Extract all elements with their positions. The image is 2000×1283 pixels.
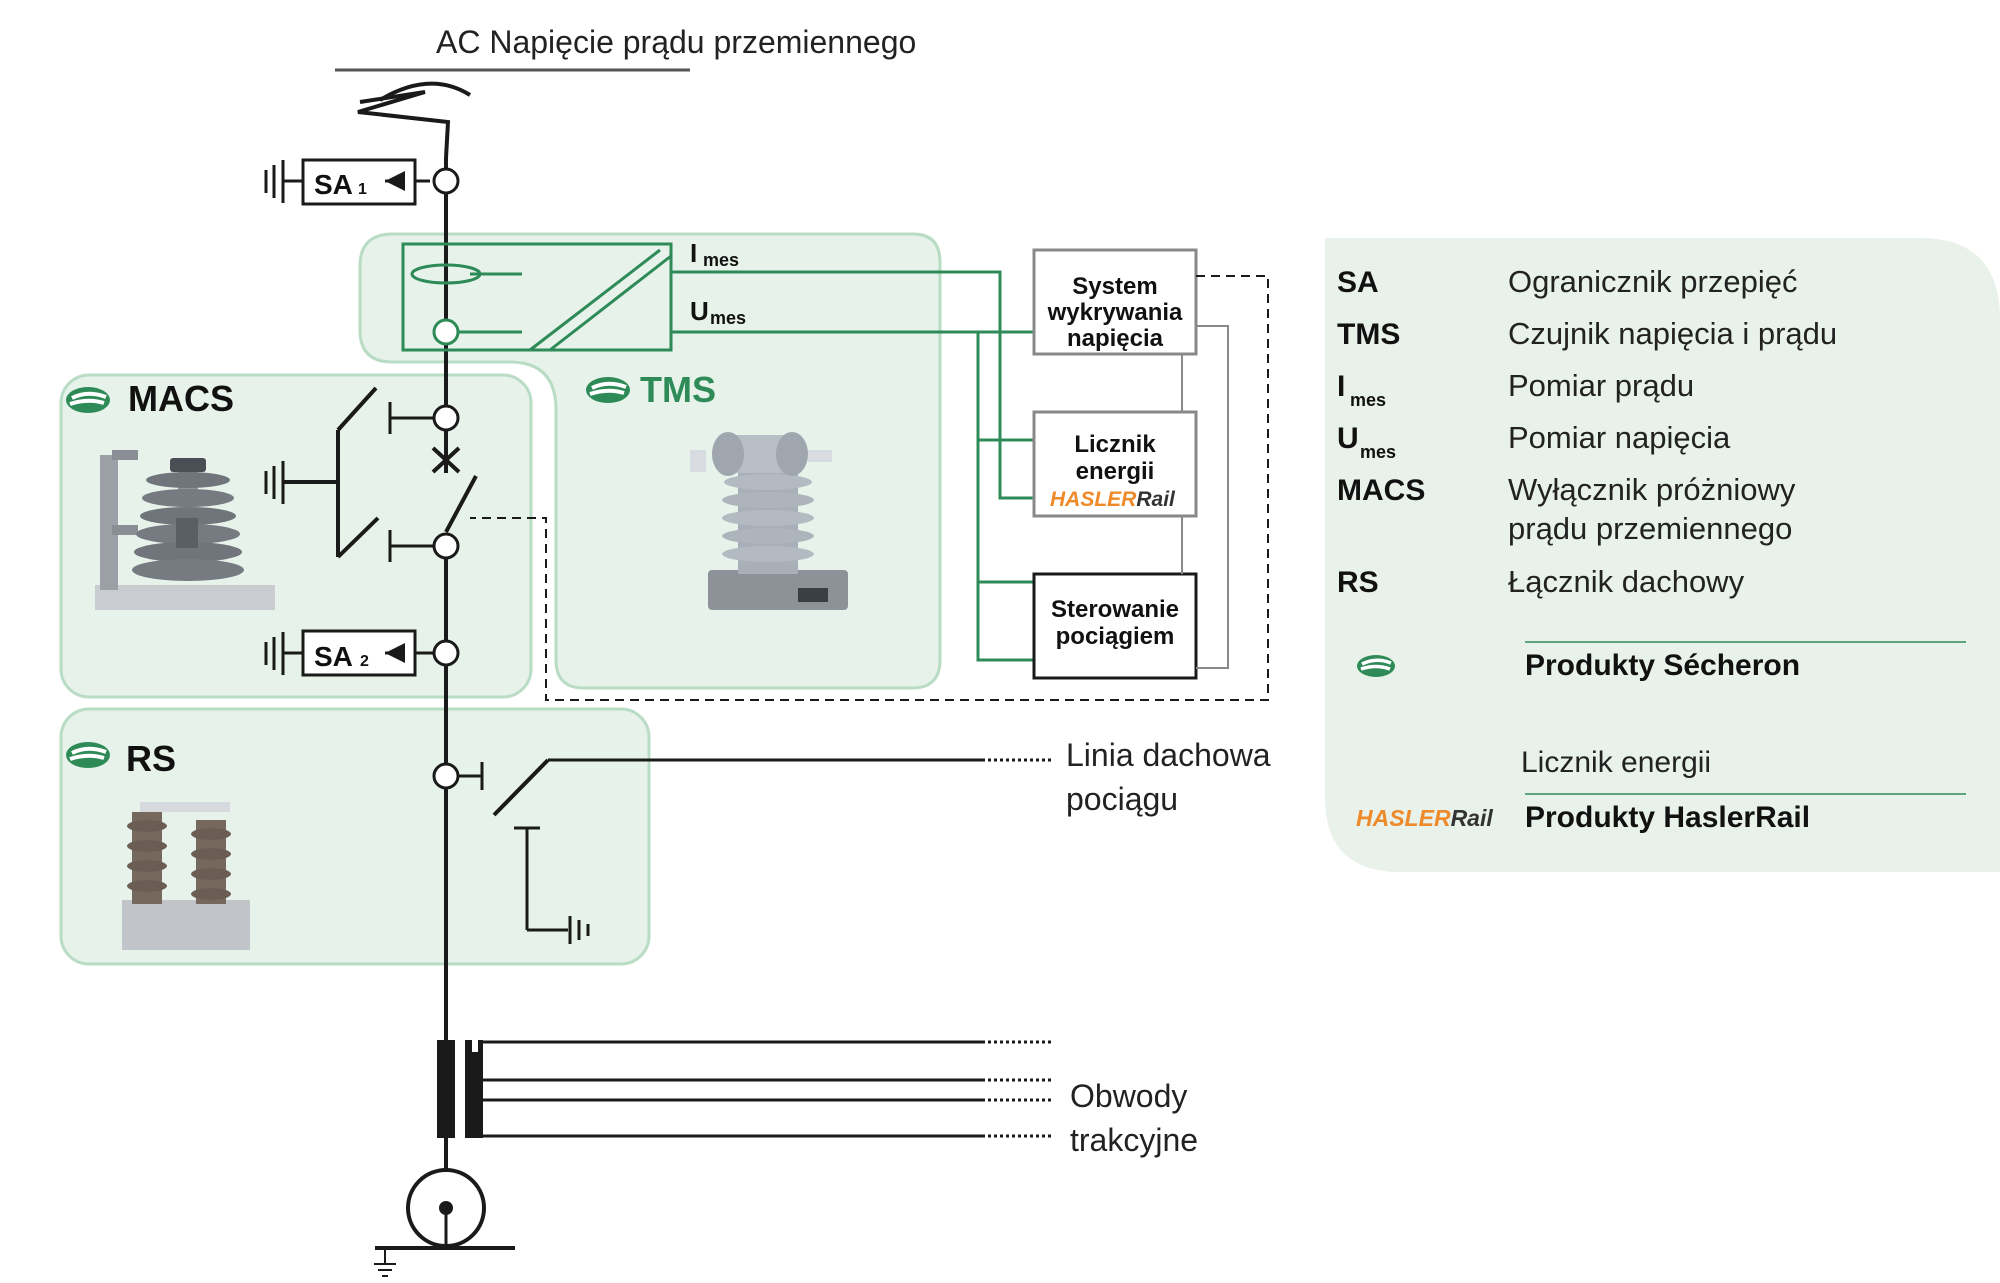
legend-abbr-rs: RS (1337, 566, 1379, 599)
meter-line-1: Licznik (1074, 431, 1156, 458)
legend-panel (1325, 238, 2000, 872)
legend-desc-tms: Czujnik napięcia i prądu (1508, 316, 1837, 351)
traction-label-2: trakcyjne (1070, 1122, 1198, 1158)
tms-sensor (401, 242, 673, 352)
ground-icon (264, 160, 303, 203)
meter-hasler-logo: HASLERRail (1050, 488, 1176, 511)
control-dashed-loop (470, 275, 1269, 701)
legend-haslerrail-products: Produkty HaslerRail (1525, 801, 1810, 834)
supply-label: AC Napięcie prądu przemiennego (436, 24, 916, 60)
macs-breaker-blade (444, 475, 478, 533)
sa1-node (432, 167, 460, 195)
imes-label: I (690, 238, 697, 268)
roof-line-label-2: pociągu (1066, 781, 1178, 817)
secheron-logo-icon (586, 377, 630, 403)
legend: SA Ogranicznik przepięć TMS Czujnik napi… (1337, 264, 1966, 834)
secheron-logo-icon (66, 742, 110, 768)
transformer-icon (437, 1040, 483, 1138)
roof-switch (458, 758, 1052, 932)
traction-motor-icon (375, 1168, 515, 1250)
imes-sub-label: mes (703, 250, 739, 270)
legend-desc-umes: Pomiar napięcia (1508, 420, 1731, 455)
legend-abbr-sa: SA (1337, 266, 1379, 299)
legend-desc-sa: Ogranicznik przepięć (1508, 264, 1797, 299)
ground-icon (568, 916, 590, 944)
sa1-arrester: SA 1 (264, 158, 430, 206)
legend-abbr-macs: MACS (1337, 474, 1425, 507)
macs-title: MACS (128, 378, 234, 419)
signal-wires (671, 270, 1034, 662)
macs-node-bottom (432, 532, 460, 560)
ground-icon (264, 632, 303, 675)
traction-label-1: Obwody (1070, 1078, 1187, 1114)
macs-product-image (95, 450, 275, 610)
rs-product-image (122, 802, 250, 950)
legend-desc-macs: Wyłącznik próżniowy (1508, 472, 1796, 507)
legend-abbr-tms: TMS (1337, 318, 1400, 351)
legend-desc-imes: Pomiar prądu (1508, 368, 1694, 403)
sa1-sub-label: 1 (358, 181, 367, 198)
ground-icon (264, 461, 285, 504)
legend-desc-rs: Łącznik dachowy (1508, 564, 1745, 599)
detection-line-1: System (1072, 273, 1157, 300)
train-control-box: Sterowanie pociągiem (1032, 572, 1198, 680)
ground-icon (374, 1250, 396, 1277)
roof-line-label-1: Linia dachowa (1066, 737, 1271, 773)
umes-sub-label: mes (710, 308, 746, 328)
traction-circuits (483, 1040, 1052, 1138)
macs-breaker-x (431, 446, 461, 474)
sa2-sub-label: 2 (360, 653, 369, 670)
macs-earthing-switch (284, 386, 434, 562)
rs-node (432, 762, 460, 790)
legend-hasler-logo: HASLERRail (1356, 805, 1493, 831)
legend-energy-meter: Licznik energii (1521, 746, 1711, 779)
secheron-logo-icon (1357, 655, 1395, 677)
detection-line-2: wykrywania (1047, 299, 1183, 326)
detection-system-box: System wykrywania napięcia (1032, 248, 1198, 356)
detection-line-3: napięcia (1067, 325, 1164, 352)
sa1-label: SA (314, 169, 353, 200)
legend-abbr-umes: U (1337, 422, 1359, 455)
legend-abbr-imes-sub: mes (1350, 390, 1386, 410)
secheron-logo-icon (66, 387, 110, 413)
rs-title: RS (126, 738, 176, 779)
legend-abbr-imes: I (1337, 370, 1345, 403)
tms-product-image (690, 432, 848, 610)
pantograph-icon (357, 81, 472, 159)
legend-abbr-umes-sub: mes (1360, 442, 1396, 462)
sa2-arrester: SA 2 (264, 629, 434, 677)
sa2-node (432, 639, 460, 667)
sa2-label: SA (314, 641, 353, 672)
legend-secheron-products: Produkty Sécheron (1525, 649, 1800, 682)
energy-meter-box: Licznik energii HASLERRail (1032, 410, 1198, 518)
control-line-2: pociągiem (1056, 623, 1175, 650)
tms-title: TMS (640, 369, 716, 410)
macs-node-top (432, 404, 460, 432)
voltage-node (432, 318, 460, 346)
control-line-1: Sterowanie (1051, 596, 1179, 623)
macs-panel (59, 373, 533, 699)
legend-desc-macs-2: prądu przemiennego (1508, 511, 1792, 546)
umes-label: U (690, 296, 709, 326)
meter-line-2: energii (1076, 458, 1155, 485)
